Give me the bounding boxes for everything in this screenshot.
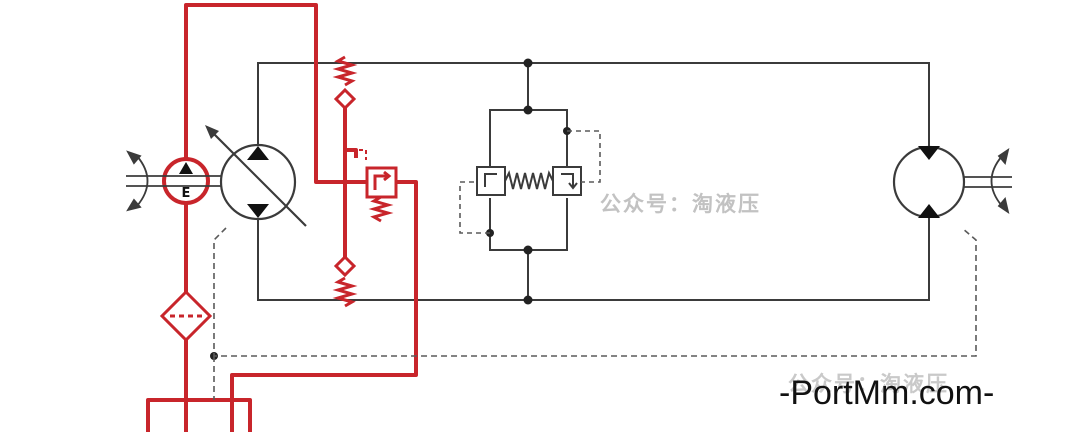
main-pump-up-arrow-icon <box>247 146 269 160</box>
lower-check-spring-icon <box>332 276 358 308</box>
charge-pump-label: E <box>182 186 191 201</box>
main-pump-body <box>219 143 297 221</box>
shuttle-valve-left-box <box>476 166 506 196</box>
relief-valve <box>365 166 398 223</box>
upper-main-line <box>257 62 930 148</box>
shuttle-pilot-lines <box>459 130 601 234</box>
site-watermark: -PortMm.com- <box>779 374 995 412</box>
charge-pump-suction-line <box>184 3 418 432</box>
relief-spring-icon <box>368 195 394 223</box>
reservoir-tank <box>146 398 252 432</box>
right-rotation-arrow-icon <box>990 155 1003 207</box>
shuttle-spring-icon <box>504 170 554 190</box>
main-pump-down-arrow-icon <box>247 204 269 218</box>
pump-shaft <box>126 150 224 212</box>
motor-up-arrow-icon <box>918 204 940 218</box>
motor-down-arrow-icon <box>918 146 940 160</box>
watermark-text-bottom: 公众号：淘液压 <box>788 372 949 396</box>
lower-main-line <box>257 218 930 301</box>
variable-displacement-arrow <box>209 129 307 227</box>
shuttle-valve-right-box <box>552 166 582 196</box>
charge-pump-body <box>162 157 210 205</box>
relief-pilot-line <box>345 149 367 160</box>
left-rotation-arrow-icon <box>136 155 149 207</box>
lower-check-valve <box>332 254 358 308</box>
case-drain-line <box>213 227 977 400</box>
hydraulic-motor <box>892 145 966 219</box>
filter-icon <box>159 289 213 343</box>
charge-pump: E <box>162 157 210 205</box>
upper-check-valve <box>332 55 358 111</box>
filter <box>159 289 213 343</box>
shuttle-valve <box>476 166 582 196</box>
watermark-text: 公众号：淘液压 <box>600 192 761 216</box>
upper-check-spring-icon <box>332 55 358 87</box>
relief-valve-box <box>365 166 398 199</box>
charge-pump-arrow-icon <box>179 162 193 174</box>
motor-shaft <box>964 147 1012 215</box>
main-pump <box>205 125 307 227</box>
